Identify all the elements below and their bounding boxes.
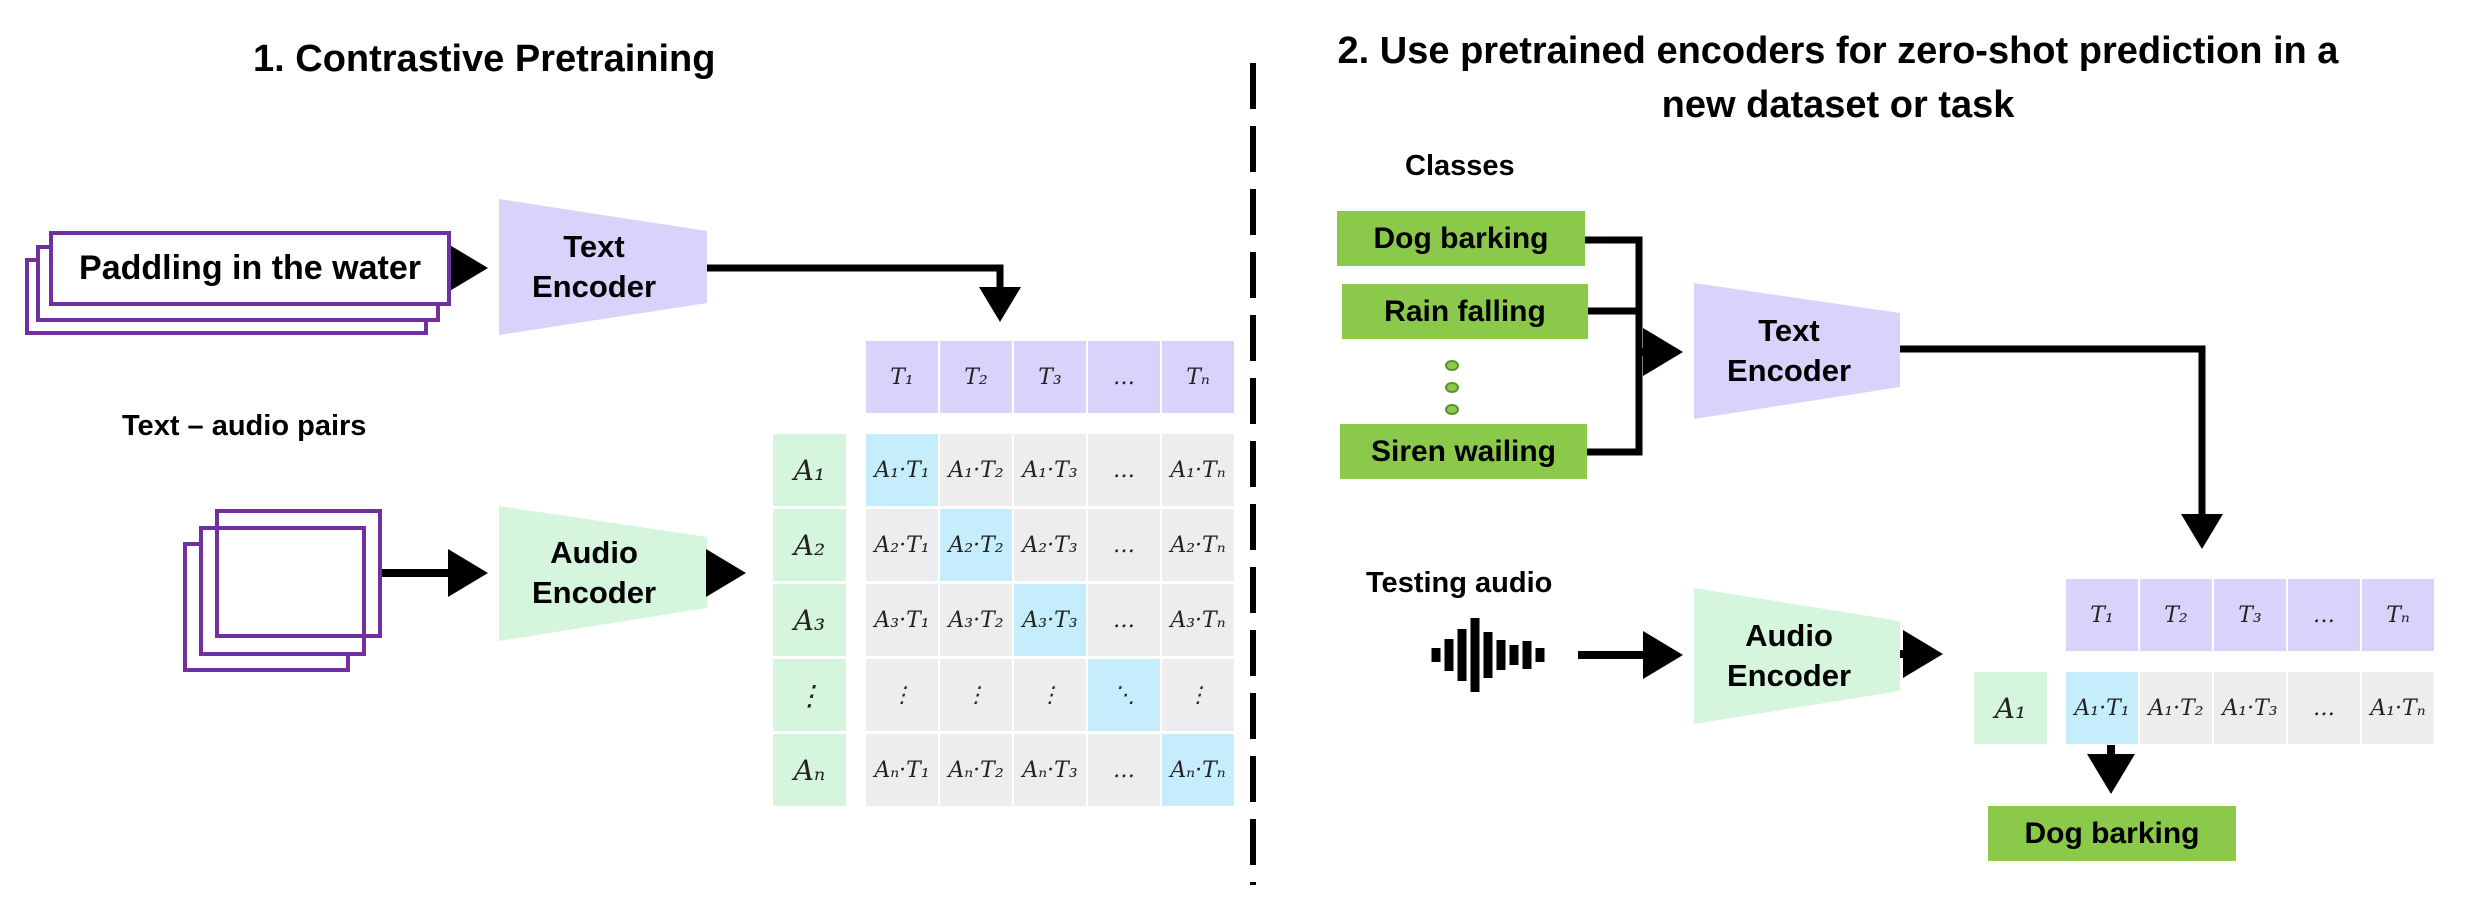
matrix-cell-highlighted: A₃·T₃ [1014,584,1086,656]
matrix-row-header: Aₙ [773,734,846,806]
matrix-cell: … [2288,672,2360,744]
matrix-cell: A₁·T₂ [2140,672,2212,744]
waveform-bar [1483,632,1493,678]
audio-encoder-1: Audio Encoder [499,533,689,613]
waveform-bar [1496,640,1506,670]
matrix-col-header: T₁ [2066,579,2138,651]
encoder-label-line2: Encoder [531,575,657,610]
matrix-cell: Aₙ·T₂ [940,734,1012,806]
matrix-cell-highlighted: A₁·T₁ [2066,672,2138,744]
matrix-cell: A₁·T₂ [940,434,1012,506]
matrix-row-header: A₂ [773,509,846,581]
ellipsis-dot [1445,360,1459,371]
matrix-row-header: A₁ [1974,672,2047,744]
matrix-col-header: T₃ [1014,341,1086,413]
matrix-cell: A₃·Tₙ [1162,584,1234,656]
matrix-cell: A₁·T₃ [1014,434,1086,506]
waveform-bar [1457,629,1467,681]
encoder-label-line1: Audio [550,535,638,570]
matrix-col-header: T₁ [866,341,938,413]
waveform-bar [1444,639,1454,671]
classes-label: Classes [1405,150,1515,182]
matrix-cell: A₁·Tₙ [1162,434,1234,506]
text-encoder-1: Text Encoder [499,227,689,307]
matrix-col-header: … [2288,579,2360,651]
encoder-label-line2: Encoder [1726,353,1852,388]
waveform-bar [1431,648,1441,662]
matrix-row-header: ⋮ [773,659,846,731]
matrix-cell-highlighted: A₂·T₂ [940,509,1012,581]
section2-title: 2. Use pretrained encoders for zero-shot… [1253,24,2423,132]
matrix-row-header: A₁ [773,434,846,506]
matrix-cell: … [1088,434,1160,506]
waveform-bar [1470,618,1480,692]
encoder-label-line1: Text [1758,313,1820,348]
matrix-cell: ⋮ [1014,659,1086,731]
matrix-cell: A₃·T₂ [940,584,1012,656]
waveform-bar [1535,648,1545,662]
encoder-label-line2: Encoder [531,269,657,304]
ellipsis-dot [1445,404,1459,415]
matrix-cell: ⋮ [1162,659,1234,731]
matrix-col-header: T₂ [940,341,1012,413]
matrix-cell-highlighted: A₁·T₁ [866,434,938,506]
prediction-box: Dog barking [1988,806,2236,861]
audio-input-box [215,509,382,638]
waveform-bar [1522,641,1532,669]
audio-encoder-2: Audio Encoder [1694,616,1884,696]
matrix-row-header: A₃ [773,584,846,656]
matrix-col-header: Tₙ [1162,341,1234,413]
section2-title-line1: 2. Use pretrained encoders for zero-shot… [1337,30,2339,72]
matrix-cell: A₃·T₁ [866,584,938,656]
matrix-cell: A₁·Tₙ [2362,672,2434,744]
audio-encoder-shape-1 [499,506,707,641]
matrix-cell: … [1088,734,1160,806]
matrix-cell: A₂·T₁ [866,509,938,581]
encoder-label-line1: Text [563,229,625,264]
section1-title: 1. Contrastive Pretraining [253,38,716,80]
text-input-box: Paddling in the water [49,231,451,306]
matrix-cell: Aₙ·T₁ [866,734,938,806]
matrix-cell: … [1088,584,1160,656]
encoder-label-line1: Audio [1745,618,1833,653]
matrix-col-header: T₃ [2214,579,2286,651]
class-box-dog-barking: Dog barking [1337,211,1585,266]
arrow-text-encoder-to-matrix-2 [1900,345,2223,549]
matrix-col-header: Tₙ [2362,579,2434,651]
matrix-col-header: … [1088,341,1160,413]
matrix-col-header: T₂ [2140,579,2212,651]
section2-title-line2: new dataset or task [1661,84,2015,126]
class-box-rain-falling: Rain falling [1342,284,1588,339]
matrix-cell: A₁·T₃ [2214,672,2286,744]
audio-encoder-shape-2 [1694,588,1900,724]
class-box-siren-wailing: Siren wailing [1340,424,1587,479]
text-input-label: Paddling in the water [79,249,421,287]
ellipsis-dot [1445,382,1459,393]
text-encoder-shape-1 [499,199,707,335]
matrix-cell-highlighted: ⋱ [1088,659,1160,731]
matrix-cell: A₂·Tₙ [1162,509,1234,581]
connector-dog-barking [1585,236,1643,456]
testing-audio-label: Testing audio [1366,567,1553,599]
arrow-text-encoder-to-matrix [707,264,1021,322]
pairs-label: Text – audio pairs [122,410,367,442]
matrix-cell: A₂·T₃ [1014,509,1086,581]
waveform-bar [1509,645,1519,665]
text-encoder-2: Text Encoder [1694,311,1884,391]
matrix-cell: Aₙ·T₃ [1014,734,1086,806]
matrix-cell: ⋮ [940,659,1012,731]
matrix-cell: ⋮ [866,659,938,731]
encoder-label-line2: Encoder [1726,658,1852,693]
text-encoder-shape-2 [1694,283,1900,419]
matrix-cell: … [1088,509,1160,581]
waveform-icon [1431,618,1545,692]
matrix-cell-highlighted: Aₙ·Tₙ [1162,734,1234,806]
